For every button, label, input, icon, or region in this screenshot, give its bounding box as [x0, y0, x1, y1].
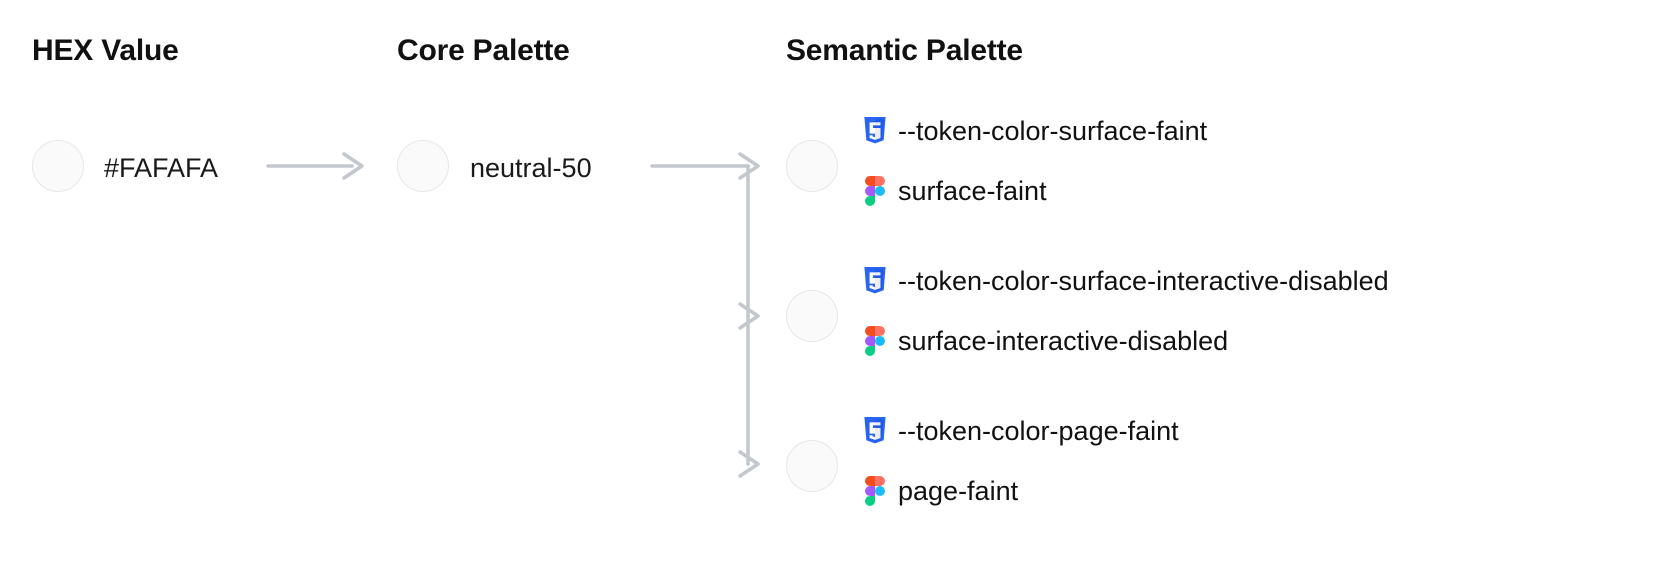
swatch-semantic-surface-interactive-disabled[interactable] [786, 290, 838, 342]
figma-token-name: surface-faint [898, 175, 1047, 206]
css-token-name: --token-color-page-faint [898, 415, 1179, 446]
arrow-core-to-semantic-branch [650, 152, 760, 478]
core-palette-label: neutral-50 [470, 153, 592, 183]
swatch-core-palette[interactable] [397, 140, 449, 192]
swatch-semantic-surface-faint[interactable] [786, 140, 838, 192]
figma-token-line[interactable]: surface-faint [862, 176, 1047, 206]
swatch-hex-value[interactable] [32, 140, 84, 192]
column-heading-semantic-palette: Semantic Palette [786, 34, 1023, 67]
css3-icon [862, 266, 888, 296]
figma-token-line[interactable]: surface-interactive-disabled [862, 326, 1228, 356]
column-heading-hex-value: HEX Value [32, 34, 179, 67]
css3-icon [862, 116, 888, 146]
css-token-line[interactable]: --token-color-surface-interactive-disabl… [862, 266, 1389, 296]
css-token-name: --token-color-surface-interactive-disabl… [898, 265, 1389, 296]
figma-token-line[interactable]: page-faint [862, 476, 1018, 506]
figma-icon [862, 476, 888, 506]
column-heading-core-palette: Core Palette [397, 34, 570, 67]
swatch-semantic-page-faint[interactable] [786, 440, 838, 492]
css-token-name: --token-color-surface-faint [898, 115, 1208, 146]
semantic-token-row: --token-color-surface-faint surface-fain… [862, 106, 1662, 216]
semantic-token-row: --token-color-surface-interactive-disabl… [862, 256, 1662, 366]
hex-value-label: #FAFAFA [104, 153, 219, 183]
figma-token-name: surface-interactive-disabled [898, 325, 1229, 356]
figma-icon [862, 176, 888, 206]
semantic-token-row: --token-color-page-faint page-faint [862, 406, 1662, 516]
css-token-line[interactable]: --token-color-page-faint [862, 416, 1179, 446]
css-token-line[interactable]: --token-color-surface-faint [862, 116, 1207, 146]
css3-icon [862, 416, 888, 446]
figma-token-name: page-faint [898, 475, 1019, 506]
figma-icon [862, 326, 888, 356]
arrow-hex-to-core [266, 152, 364, 180]
